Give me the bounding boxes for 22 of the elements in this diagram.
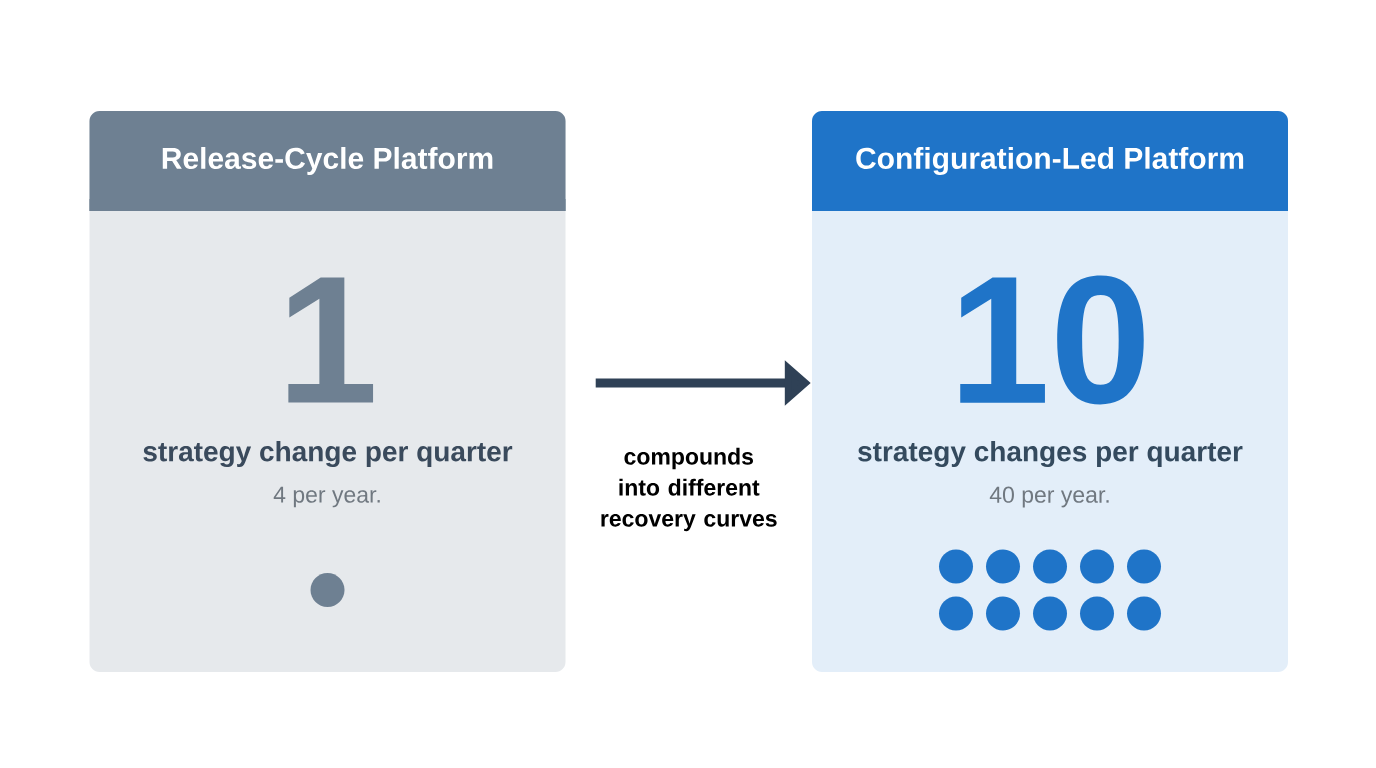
edge-label: compounds into different recovery curves (601, 447, 777, 532)
card-subtitle: strategy changes per quarter (858, 440, 1243, 468)
dot (310, 573, 345, 607)
card (89, 111, 566, 672)
dot (939, 596, 973, 631)
dot (986, 596, 1020, 631)
big-number: 10 (960, 275, 1144, 405)
card-subtitle: strategy change per quarter (143, 440, 513, 468)
dot (1127, 549, 1161, 584)
dot (1127, 596, 1161, 631)
dot (939, 549, 973, 584)
card (812, 111, 1288, 672)
card-title: Release-Cycle Platform (162, 147, 493, 175)
card-note: 40 per year. (989, 486, 1109, 508)
dot (986, 549, 1020, 584)
big-number: 1 (288, 277, 374, 403)
dot (1080, 596, 1114, 631)
dot (1033, 549, 1067, 584)
card-note: 4 per year. (273, 486, 380, 508)
card-title: Configuration-Led Platform (856, 146, 1244, 176)
dot (1080, 549, 1114, 584)
dot (1033, 596, 1067, 631)
